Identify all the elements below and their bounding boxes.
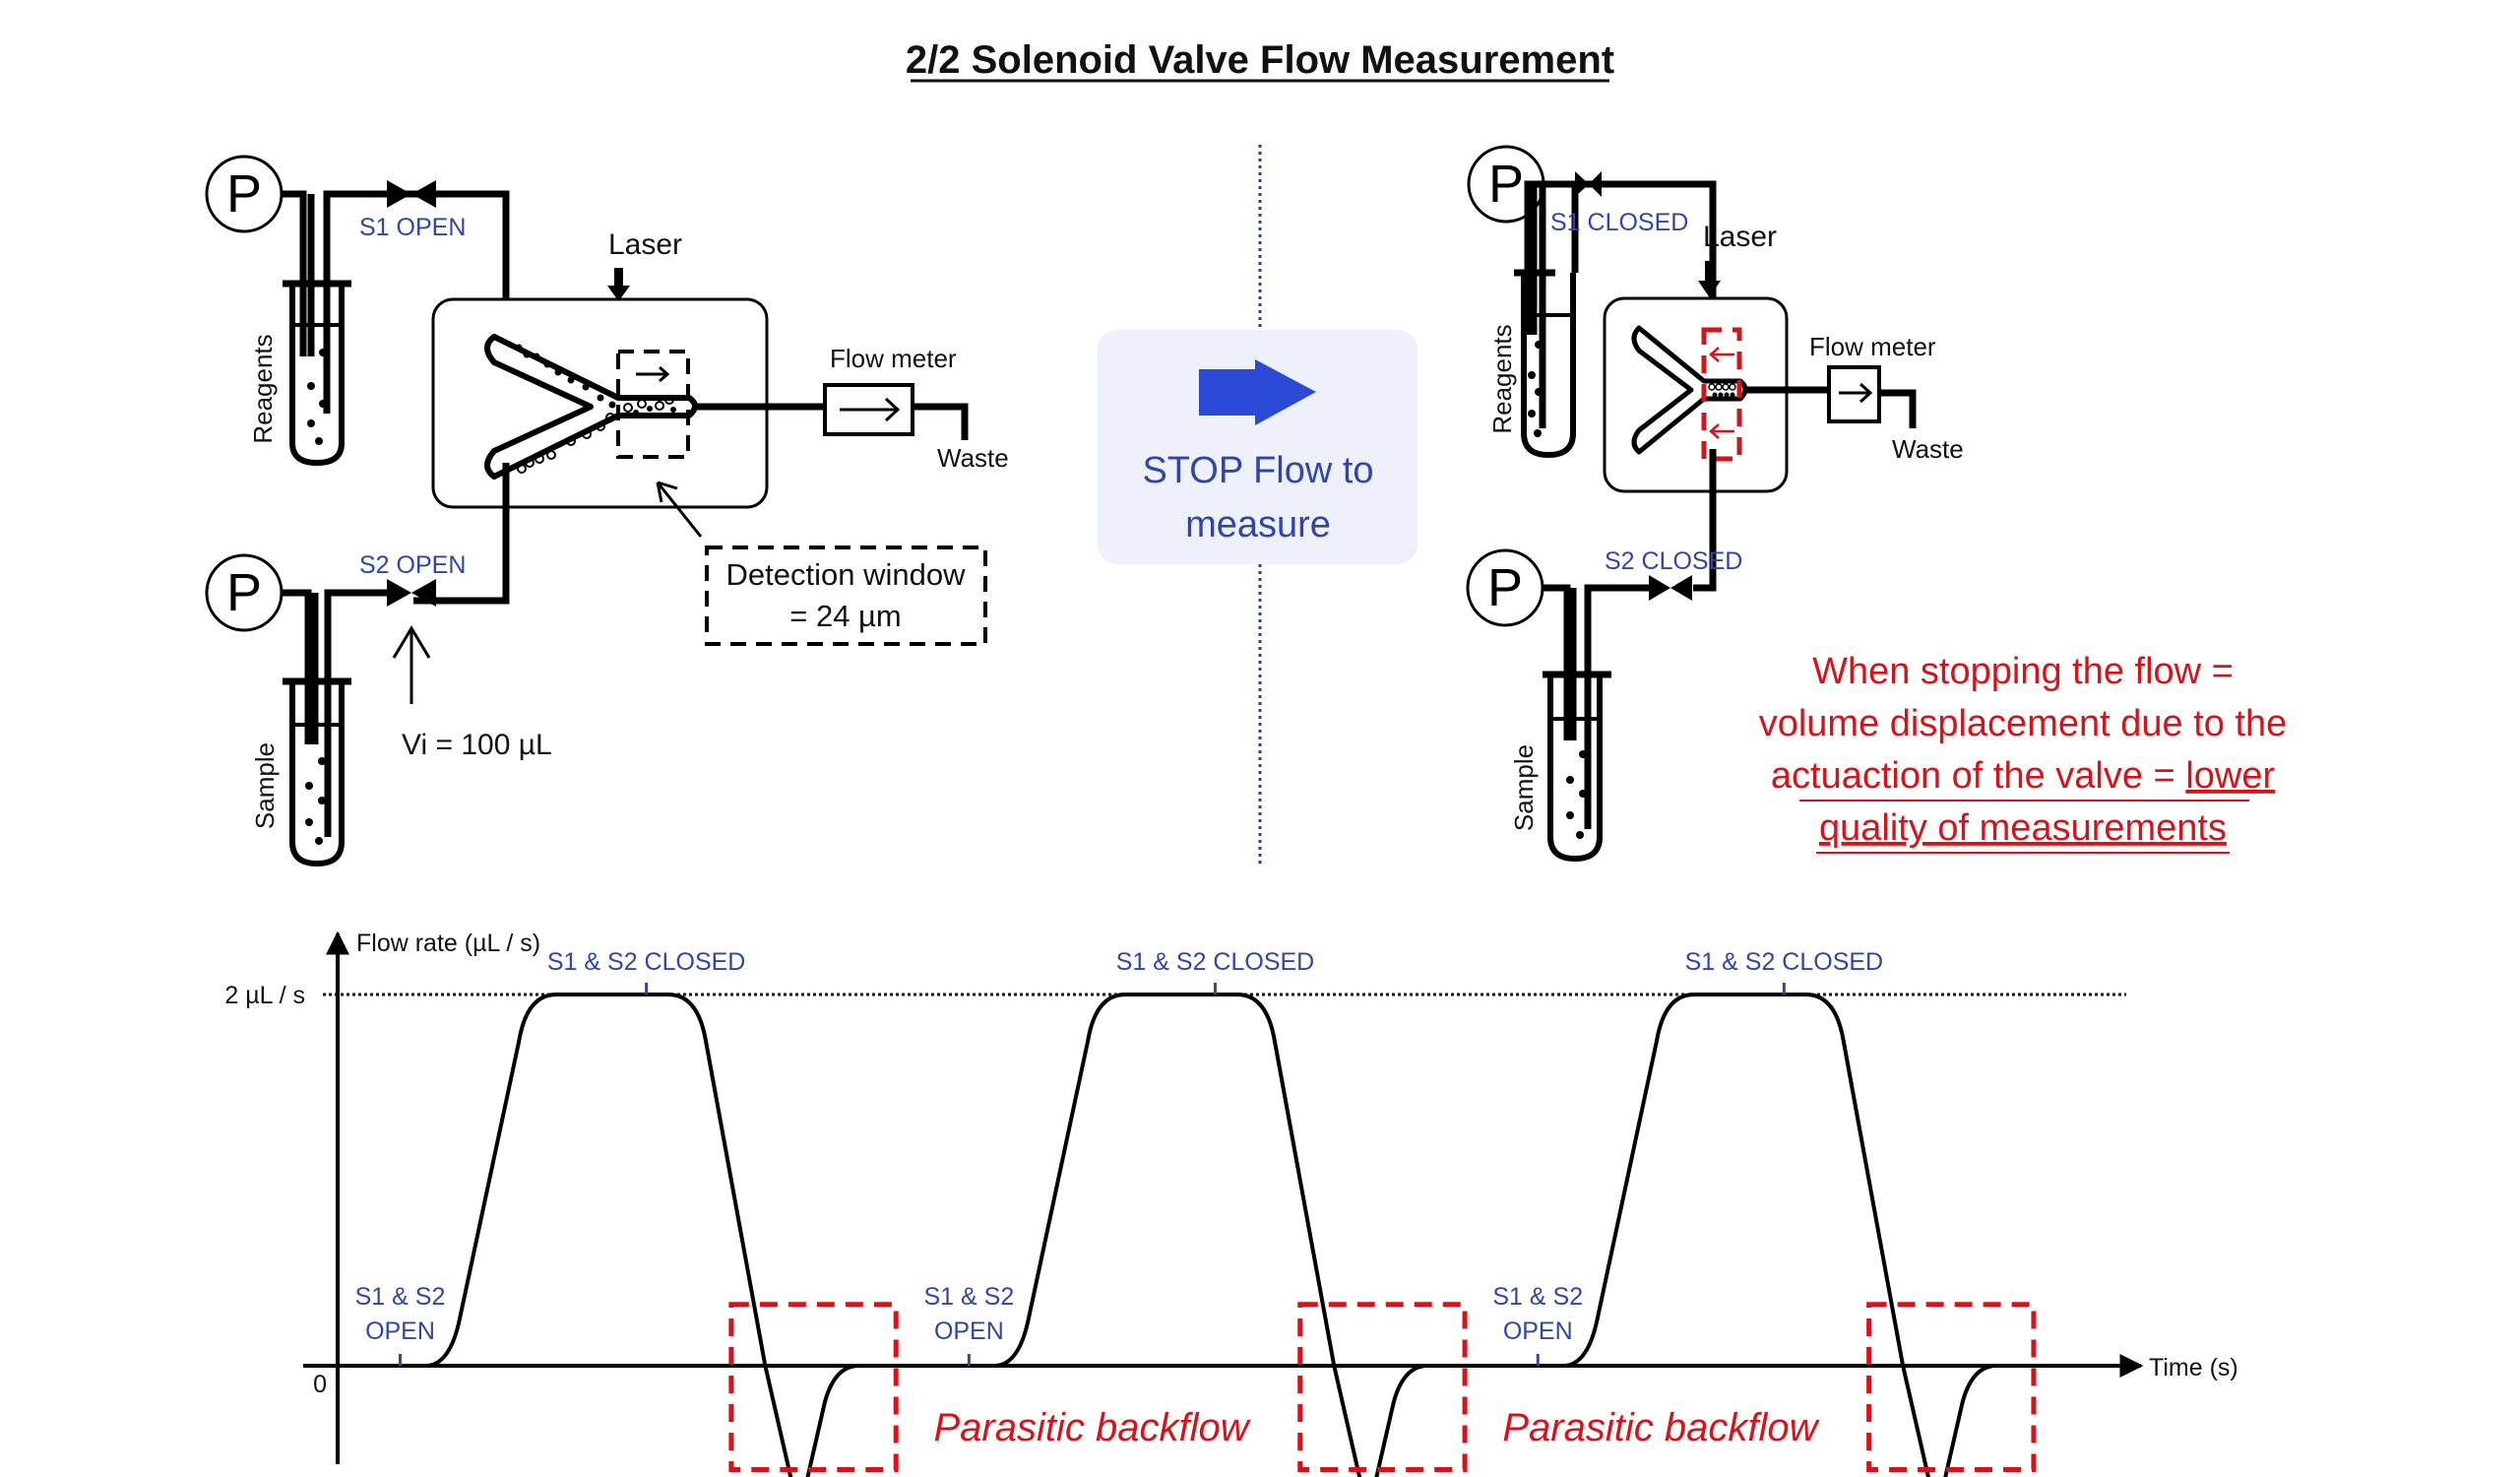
detection-window-text-1: Detection window bbox=[726, 557, 967, 592]
tube-label-sample: Sample bbox=[1509, 744, 1539, 831]
valve-icon bbox=[1649, 575, 1692, 601]
injection-arrow-icon bbox=[392, 625, 431, 704]
annotation-valves-open: OPEN bbox=[1503, 1317, 1573, 1345]
flow-meter bbox=[1827, 365, 1881, 423]
annotation-valves-closed: S1 & S2 CLOSED bbox=[1685, 948, 1883, 976]
warning-note-emphasis: lower bbox=[2185, 755, 2275, 797]
valve-s2-label: S2 CLOSED bbox=[1605, 547, 1742, 575]
stop-flow-text-2: measure bbox=[1185, 504, 1331, 546]
warning-note-line-2: volume displacement due to the bbox=[1759, 703, 2288, 744]
valve-s1-label: S1 CLOSED bbox=[1550, 209, 1688, 236]
injection-volume-label: Vi = 100 µL bbox=[402, 729, 552, 761]
detection-window-callout bbox=[705, 546, 987, 646]
warning-note-line-3: actuaction of the valve = lower bbox=[1771, 755, 2276, 797]
valve-icon bbox=[387, 180, 436, 208]
tube-label-reagents: Reagents bbox=[248, 334, 278, 443]
flow-meter-label: Flow meter bbox=[1809, 332, 1936, 361]
annotation-valves-open: S1 & S2 bbox=[355, 1283, 446, 1311]
valve-icon bbox=[1575, 171, 1602, 197]
annotation-valves-closed: S1 & S2 CLOSED bbox=[547, 948, 745, 976]
y-axis-label: Flow rate (µL / s) bbox=[356, 930, 540, 957]
pump-label: P bbox=[226, 563, 262, 622]
flow-meter bbox=[823, 383, 914, 436]
annotation-valves-open: S1 & S2 bbox=[1492, 1283, 1583, 1311]
tube-sample: Sample bbox=[1509, 584, 1654, 863]
waste-label: Waste bbox=[937, 443, 1009, 473]
tube-label-reagents: Reagents bbox=[1487, 324, 1517, 433]
page-title: 2/2 Solenoid Valve Flow Measurement bbox=[906, 38, 1614, 82]
right-panel: P Reagents S1 CLOSED Laser bbox=[1466, 145, 2288, 863]
y-channel bbox=[484, 334, 698, 480]
flow-rate-line-cycle-1 bbox=[366, 993, 935, 1477]
pump-label: P bbox=[226, 164, 262, 224]
laser-arrow-icon bbox=[607, 268, 630, 301]
test-tube-icon bbox=[1521, 273, 1576, 459]
flow-rate-line-cycle-2 bbox=[934, 993, 1504, 1477]
y-tick-label-max: 2 µL / s bbox=[224, 982, 305, 1009]
warning-note: When stopping the flow = volume displace… bbox=[1759, 651, 2288, 854]
backflow-arrow-icon bbox=[1709, 423, 1734, 439]
test-tube-icon bbox=[289, 284, 345, 467]
detection-window-text-2: = 24 µm bbox=[789, 599, 902, 633]
valve-s1-label: S1 OPEN bbox=[359, 214, 466, 241]
detection-window-backflow bbox=[1701, 327, 1742, 462]
valve-s1 bbox=[1575, 171, 1602, 197]
flow-meter-arrow-icon bbox=[840, 397, 901, 422]
tube-reagents: Reagents bbox=[248, 190, 394, 467]
flow-meter-arrow-icon bbox=[1839, 382, 1873, 404]
pump-label: P bbox=[1488, 155, 1524, 214]
y-tick-label-zero: 0 bbox=[313, 1371, 327, 1398]
flow-rate-line-cycle-3 bbox=[1503, 993, 2073, 1477]
stop-flow-box: STOP Flow to measure bbox=[1098, 330, 1418, 564]
laser-arrow-icon bbox=[1698, 261, 1721, 297]
right-arrow-icon bbox=[1199, 359, 1316, 425]
tube-label-sample: Sample bbox=[250, 742, 280, 829]
parasitic-backflow-label: Parasitic backflow bbox=[934, 1406, 1252, 1449]
flow-rate-chart: Flow rate (µL / s) Time (s) 2 µL / s 0 S… bbox=[224, 930, 2238, 1477]
laser-label: Laser bbox=[1703, 221, 1777, 253]
annotation-valves-closed: S1 & S2 CLOSED bbox=[1116, 948, 1314, 976]
flow-direction-arrow-icon bbox=[636, 365, 670, 383]
tube-sample: Sample bbox=[250, 589, 394, 867]
waste-label: Waste bbox=[1892, 434, 1964, 464]
warning-note-line-4: quality of measurements bbox=[1819, 807, 2227, 849]
test-tube-icon bbox=[1547, 674, 1603, 863]
pump-top: P bbox=[205, 155, 284, 233]
backflow-arrow-icon bbox=[1709, 347, 1734, 362]
laser-label: Laser bbox=[608, 228, 682, 261]
pump-label: P bbox=[1487, 558, 1523, 617]
annotation-valves-open: S1 & S2 bbox=[924, 1283, 1015, 1311]
left-panel: P Reagents S1 OPEN Laser bbox=[205, 155, 1009, 867]
valve-s1 bbox=[387, 180, 436, 208]
y-channel bbox=[1631, 325, 1748, 455]
backflow-highlight-box bbox=[1297, 1302, 1468, 1473]
valve-icon bbox=[387, 579, 436, 607]
parasitic-backflow-label: Parasitic backflow bbox=[1502, 1406, 1820, 1449]
pump-bottom: P bbox=[205, 553, 284, 632]
valve-s2 bbox=[387, 579, 436, 607]
test-tube-icon bbox=[289, 681, 345, 867]
stop-flow-text-1: STOP Flow to bbox=[1142, 450, 1373, 491]
warning-note-line-1: When stopping the flow = bbox=[1812, 651, 2234, 692]
x-axis-label: Time (s) bbox=[2149, 1354, 2238, 1381]
backflow-highlight-box bbox=[728, 1302, 899, 1473]
annotation-valves-open: OPEN bbox=[934, 1317, 1004, 1345]
annotation-valves-open: OPEN bbox=[365, 1317, 435, 1345]
pump-bottom: P bbox=[1466, 548, 1544, 627]
callout-arrow-icon bbox=[656, 481, 703, 538]
valve-s2 bbox=[1649, 575, 1692, 601]
detection-window bbox=[616, 350, 690, 459]
valve-s2-label: S2 OPEN bbox=[359, 551, 466, 579]
flow-meter-label: Flow meter bbox=[830, 344, 957, 373]
backflow-highlight-box bbox=[1866, 1302, 2037, 1473]
